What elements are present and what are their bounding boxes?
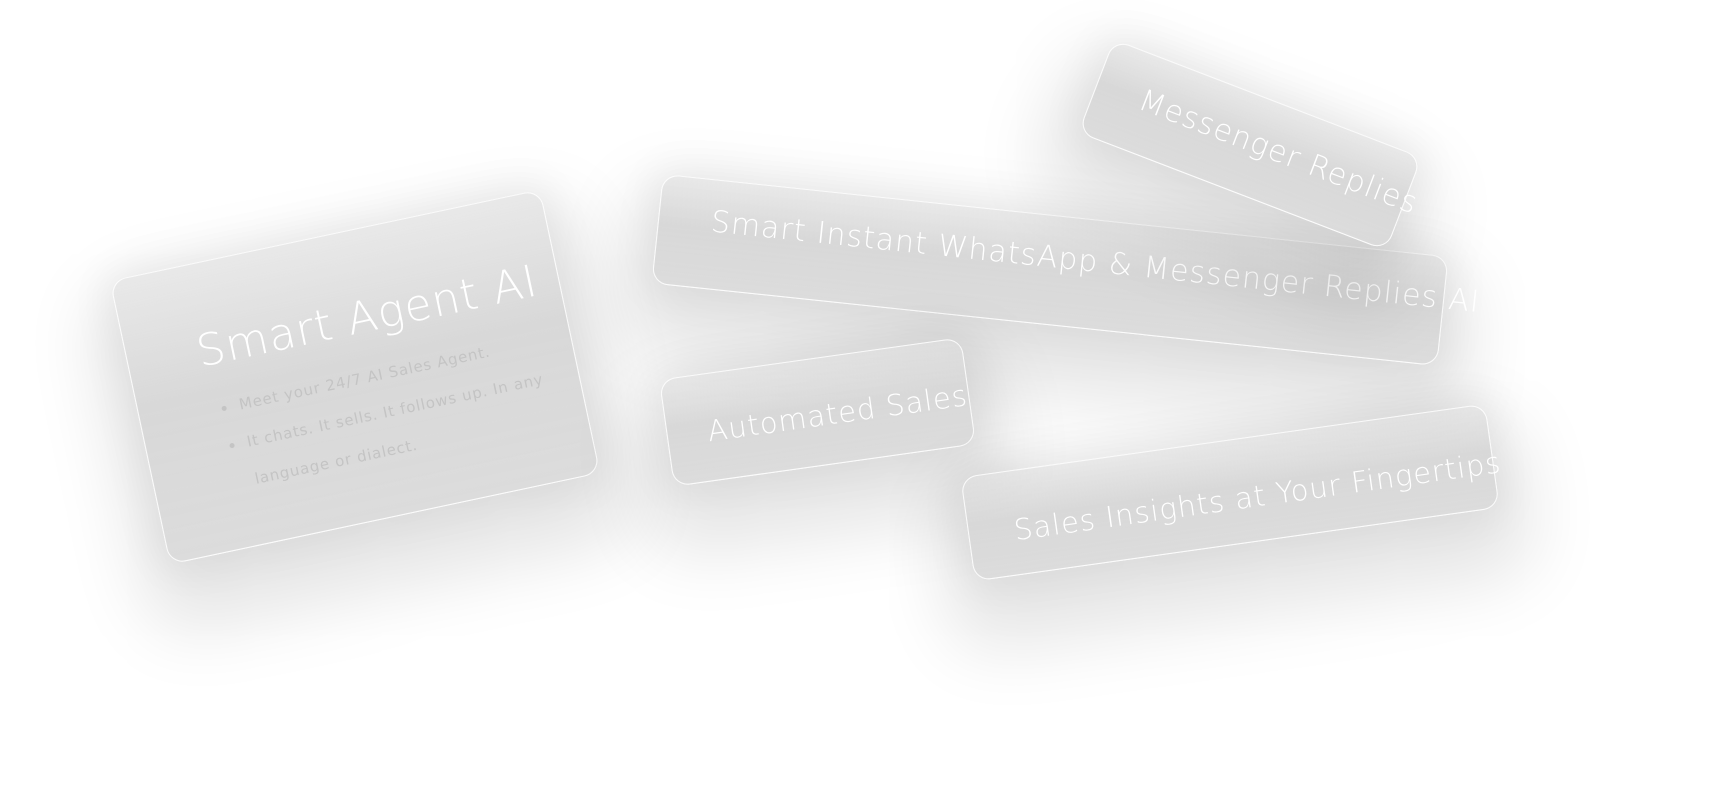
- sales-insights-card: Sales Insights at Your Fingertips: [960, 403, 1503, 582]
- card-title: Sales Insights at Your Fingertips: [1011, 445, 1504, 548]
- automated-sales-card: Automated Sales: [658, 337, 977, 487]
- connector-main-to-insights: [984, 317, 1106, 469]
- card-title: Messenger Replies: [1133, 82, 1423, 222]
- messenger-replies-card: Messenger Replies: [1078, 39, 1423, 251]
- card-title: Automated Sales: [705, 378, 970, 449]
- smart-agent-card: Smart Agent AI Meet your 24/7 AI Sales A…: [109, 189, 601, 565]
